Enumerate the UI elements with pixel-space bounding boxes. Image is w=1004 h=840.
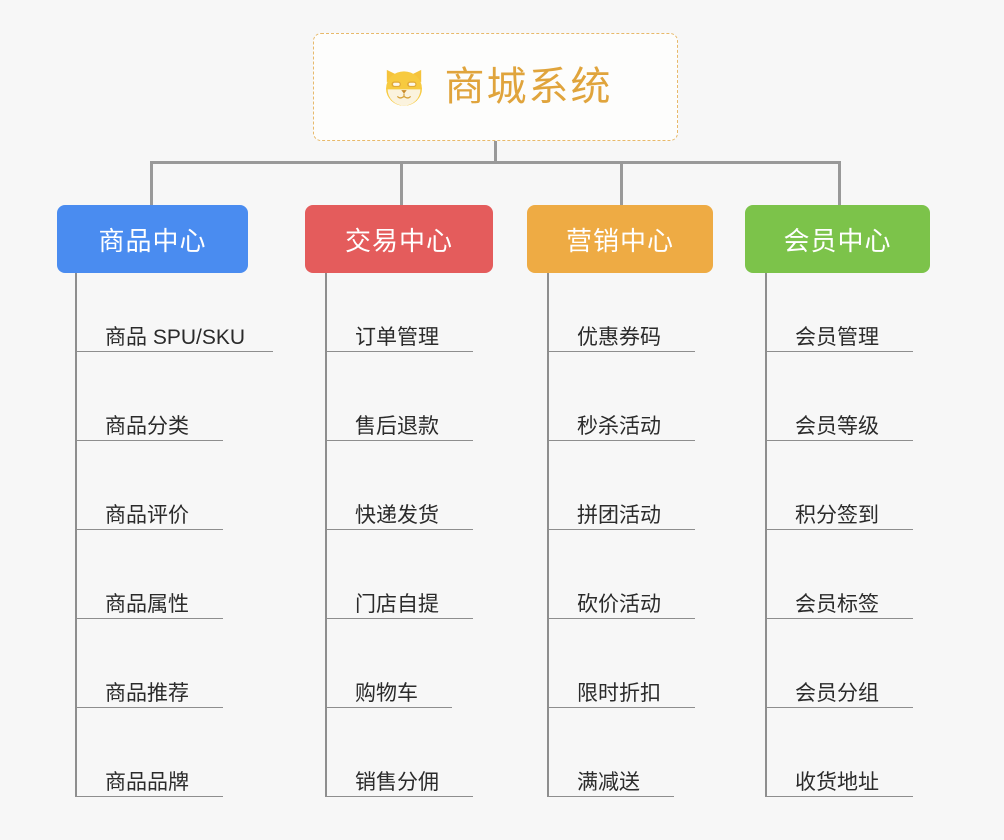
branch-node-营销中心[interactable]: 营销中心 bbox=[527, 205, 713, 273]
leaf-underline bbox=[75, 796, 223, 797]
leaf-label: 优惠券码 bbox=[577, 326, 661, 349]
leaf-underline bbox=[765, 529, 913, 530]
branch-label: 营销中心 bbox=[565, 225, 674, 256]
leaf-underline bbox=[75, 707, 223, 708]
leaf-underline bbox=[325, 707, 452, 708]
leaf-label: 积分签到 bbox=[795, 504, 879, 527]
leaf-underline bbox=[75, 440, 223, 441]
leaf-label: 秒杀活动 bbox=[577, 415, 661, 438]
branch-trunk-4 bbox=[765, 273, 767, 797]
leaf-label: 会员等级 bbox=[795, 415, 879, 438]
leaf-label: 订单管理 bbox=[355, 326, 439, 349]
branch-drop-line-2 bbox=[400, 161, 403, 205]
leaf-label: 商品属性 bbox=[105, 593, 189, 616]
branch-label: 会员中心 bbox=[783, 225, 892, 256]
leaf-underline bbox=[765, 351, 913, 352]
branch-label: 交易中心 bbox=[344, 225, 453, 256]
leaf-label: 限时折扣 bbox=[577, 682, 661, 705]
leaf-label: 销售分佣 bbox=[355, 771, 439, 794]
leaf-underline bbox=[325, 529, 473, 530]
leaf-label: 会员管理 bbox=[795, 326, 879, 349]
leaf-underline bbox=[547, 796, 674, 797]
leaf-label: 商品分类 bbox=[105, 415, 189, 438]
leaf-label: 售后退款 bbox=[355, 415, 439, 438]
branch-trunk-2 bbox=[325, 273, 327, 797]
leaf-underline bbox=[547, 618, 695, 619]
branch-drop-line-4 bbox=[838, 161, 841, 205]
leaf-underline bbox=[765, 440, 913, 441]
leaf-label: 会员分组 bbox=[795, 682, 879, 705]
leaf-underline bbox=[765, 618, 913, 619]
leaf-label: 拼团活动 bbox=[577, 504, 661, 527]
leaf-label: 满减送 bbox=[577, 771, 640, 794]
leaf-underline bbox=[325, 618, 473, 619]
branch-node-商品中心[interactable]: 商品中心 bbox=[57, 205, 248, 273]
leaf-label: 商品评价 bbox=[105, 504, 189, 527]
leaf-label: 商品推荐 bbox=[105, 682, 189, 705]
leaf-underline bbox=[765, 707, 913, 708]
leaf-underline bbox=[325, 796, 473, 797]
leaf-underline bbox=[75, 618, 223, 619]
leaf-underline bbox=[325, 440, 473, 441]
branch-node-交易中心[interactable]: 交易中心 bbox=[305, 205, 493, 273]
branch-label: 商品中心 bbox=[98, 225, 207, 256]
leaf-underline bbox=[547, 440, 695, 441]
leaf-label: 会员标签 bbox=[795, 593, 879, 616]
leaf-underline bbox=[325, 351, 473, 352]
branch-drop-line-1 bbox=[150, 161, 153, 205]
branch-drop-line-3 bbox=[620, 161, 623, 205]
leaf-label: 商品 SPU/SKU bbox=[105, 326, 246, 349]
leaf-underline bbox=[547, 529, 695, 530]
leaf-underline bbox=[75, 529, 223, 530]
leaf-label: 门店自提 bbox=[355, 593, 439, 616]
root-node-商城系统[interactable]: 商城系统 bbox=[313, 33, 678, 141]
leaf-underline bbox=[547, 707, 695, 708]
branch-node-会员中心[interactable]: 会员中心 bbox=[745, 205, 930, 273]
shiba-dog-icon bbox=[385, 69, 422, 108]
root-stem-line bbox=[494, 141, 497, 164]
leaf-underline bbox=[75, 351, 273, 352]
leaf-label: 砍价活动 bbox=[577, 593, 661, 616]
branch-trunk-1 bbox=[75, 273, 77, 797]
leaf-label: 收货地址 bbox=[795, 771, 879, 794]
root-title: 商城系统 bbox=[444, 65, 613, 109]
branch-bus-line bbox=[150, 161, 841, 164]
leaf-label: 快递发货 bbox=[355, 504, 439, 527]
leaf-label: 购物车 bbox=[355, 682, 418, 705]
leaf-underline bbox=[547, 351, 695, 352]
leaf-label: 商品品牌 bbox=[105, 771, 189, 794]
leaf-underline bbox=[765, 796, 913, 797]
branch-trunk-3 bbox=[547, 273, 549, 797]
